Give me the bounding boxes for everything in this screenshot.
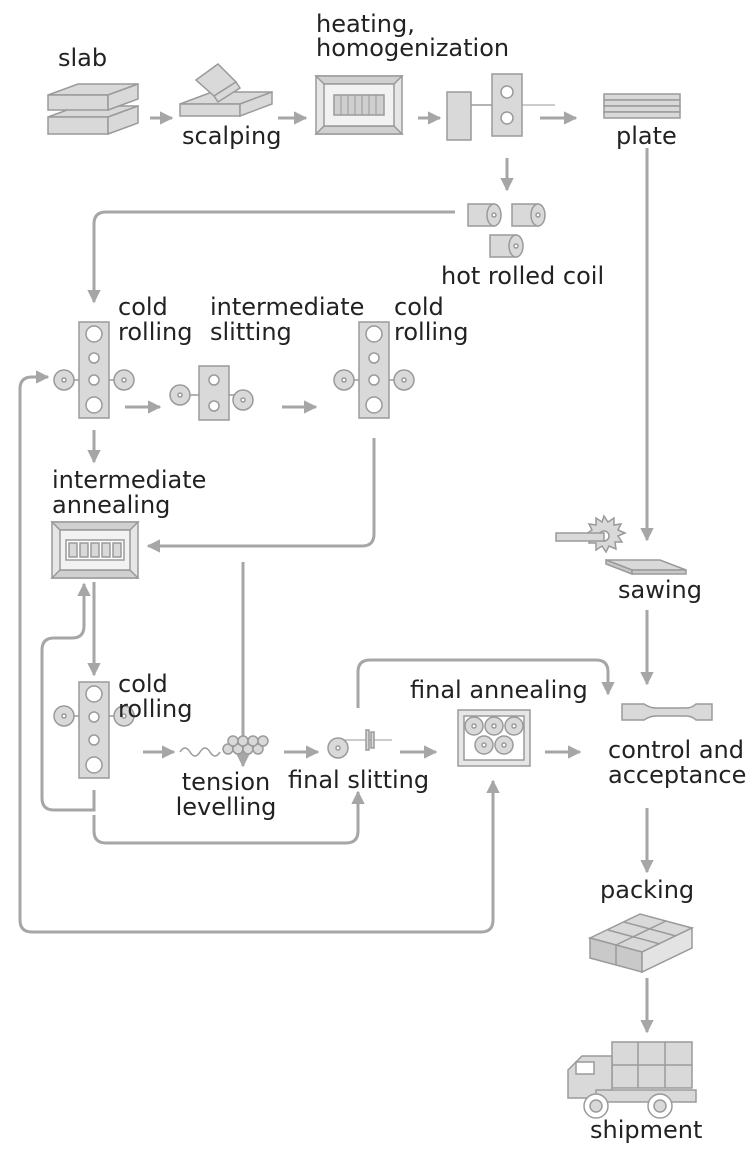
return-loop-outer	[18, 370, 495, 934]
hot-rolling-mill-icon	[446, 73, 555, 141]
cold-rolling-mill-3-icon	[53, 681, 135, 779]
intermediate-slitting-icon	[169, 365, 254, 421]
label-cold-rolling-1-line1: cold	[118, 293, 168, 321]
shipment-truck-icon	[567, 1041, 697, 1119]
label-tension-levelling-line1: tension	[181, 768, 271, 796]
label-shipment: shipment	[590, 1116, 703, 1144]
label-cold-rolling-2-line1: cold	[394, 293, 444, 321]
cold-rolling-mill-2-icon	[333, 321, 415, 419]
arrow-cold-rolling-3-to-final-slitting	[92, 790, 365, 845]
return-loop-cold-rolling-3	[40, 582, 96, 812]
cold-rolling-mill-1-icon	[53, 321, 135, 419]
arrow-cold-rolling-2-to-int-annealing	[146, 438, 376, 553]
final-annealing-furnace-icon	[457, 709, 531, 767]
control-acceptance-icon	[621, 703, 713, 721]
label-plate: plate	[616, 122, 677, 150]
label-cold-rolling-1-line2: rolling	[118, 318, 193, 346]
label-cold-rolling-3-line1: cold	[118, 670, 168, 698]
tension-levelling-icon	[179, 735, 269, 757]
label-sawing: sawing	[618, 576, 702, 604]
label-intermediate-slitting-line2: slitting	[210, 318, 292, 346]
label-control-line2: acceptance	[608, 761, 747, 789]
final-slitting-icon	[327, 729, 392, 759]
label-tension-levelling-line2: levelling	[175, 793, 277, 821]
label-intermediate-slitting-line1: intermediate	[210, 293, 365, 321]
plate-icon	[603, 93, 681, 119]
label-slab: slab	[58, 44, 108, 72]
scalping-icon	[179, 63, 273, 118]
packing-icon	[587, 913, 695, 974]
sawing-icon	[555, 514, 687, 576]
label-cold-rolling-3-line2: rolling	[118, 695, 193, 723]
label-hot-rolled-coil: hot rolled coil	[441, 262, 605, 290]
arrow-final-slitting-to-control-top	[356, 658, 615, 708]
label-final-slitting: final slitting	[288, 766, 430, 794]
label-heating: heating,	[316, 10, 415, 38]
label-scalping: scalping	[182, 122, 282, 150]
heating-furnace-icon	[314, 75, 404, 135]
arrow-coil-to-cold-rolling-1	[87, 210, 455, 304]
label-intermediate-annealing-line1: intermediate	[52, 466, 207, 494]
slab-icon	[47, 82, 139, 136]
hot-rolled-coil-icon	[467, 203, 546, 258]
label-packing: packing	[600, 876, 695, 904]
label-cold-rolling-2-line2: rolling	[394, 318, 469, 346]
label-homogenization: homogenization	[316, 34, 510, 62]
label-control-line1: control and	[608, 736, 744, 764]
label-intermediate-annealing-line2: annealing	[52, 491, 171, 519]
flow-connectors	[18, 111, 654, 1034]
label-final-annealing: final annealing	[410, 676, 588, 704]
intermediate-annealing-furnace-icon	[50, 521, 140, 579]
